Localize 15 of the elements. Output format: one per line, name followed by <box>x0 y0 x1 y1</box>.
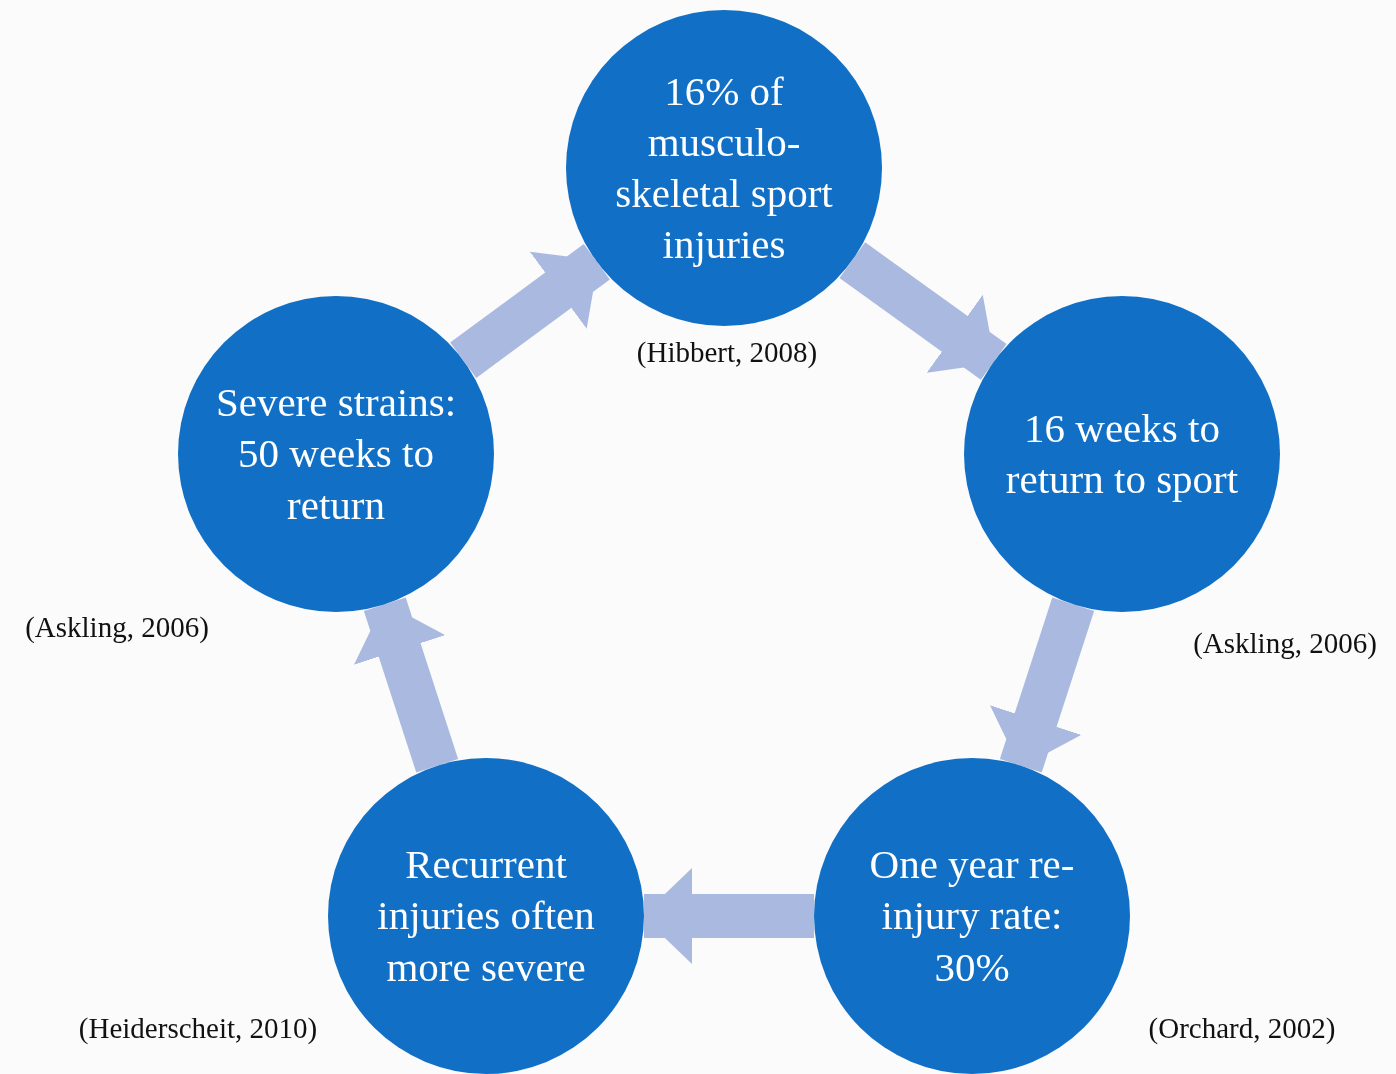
block-arrow <box>839 242 1007 380</box>
block-arrow <box>989 597 1095 773</box>
node-text: Severe strains: 50 weeks to return <box>214 378 458 530</box>
citation: (Heiderscheit, 2010) <box>78 1011 318 1045</box>
node-text: 16% of musculo-skeletal sport injuries <box>614 66 834 270</box>
citation: (Askling, 2006) <box>1193 626 1377 660</box>
node-text: Recurrent injuries often more severe <box>376 840 596 992</box>
block-arrow <box>642 868 814 964</box>
node-text: One year re-injury rate: 30% <box>868 840 1076 992</box>
node-text: 16 weeks to return to sport <box>1004 403 1240 504</box>
citation: (Hibbert, 2008) <box>636 335 818 369</box>
block-arrow <box>450 244 610 378</box>
citation: (Askling, 2006) <box>25 610 209 644</box>
citation: (Orchard, 2002) <box>1148 1011 1336 1045</box>
block-arrow <box>353 597 459 773</box>
